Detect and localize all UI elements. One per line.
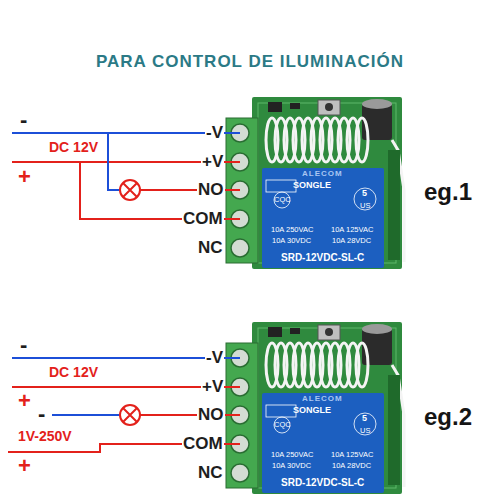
polarity-sign: - (38, 402, 45, 426)
cert-mark: 5 (362, 414, 367, 424)
relay-model: SRD-12VDC-SL-C (281, 477, 364, 488)
relay-rating: 10A 250VAC (271, 226, 313, 234)
polarity-sign: - (20, 108, 27, 132)
cert-mark: CQC (274, 196, 291, 204)
relay-brand: ALECOM (302, 170, 343, 179)
relay-rating: 10A 125VAC (331, 451, 373, 459)
terminal-label: NO (197, 181, 225, 200)
terminal-label: +V (201, 378, 224, 397)
terminal-label: NO (197, 406, 225, 425)
terminal-label: NC (197, 239, 224, 258)
polarity-sign: + (18, 165, 31, 189)
relay-rating: 10A 28VDC (332, 462, 371, 470)
relay-model: SRD-12VDC-SL-C (281, 252, 364, 263)
relay-rating: 10A 28VDC (332, 237, 371, 245)
terminal-label: -V (205, 349, 224, 368)
voltage-label: 1V-250V (18, 429, 72, 444)
voltage-label: DC 12V (49, 140, 98, 155)
relay-rating: 10A 125VAC (331, 226, 373, 234)
terminal-label: -V (205, 124, 224, 143)
relay-rating: 10A 30VDC (272, 462, 311, 470)
cert-mark: CQC (274, 421, 291, 429)
relay-rating: 10A 250VAC (271, 451, 313, 459)
voltage-label: DC 12V (49, 365, 98, 380)
example-label: eg.1 (424, 179, 472, 205)
relay-rating: 10A 30VDC (272, 237, 311, 245)
example-label: eg.2 (424, 404, 472, 430)
relay-brand: ALECOM (302, 395, 343, 404)
polarity-sign: - (20, 333, 27, 357)
page-title: PARA CONTROL DE ILUMINACIÓN (96, 53, 404, 72)
terminal-label: COM (182, 210, 224, 229)
terminal-label: +V (201, 153, 224, 172)
cert-mark: US (360, 202, 370, 210)
terminal-label: COM (182, 435, 224, 454)
relay-brand: SONGLE (293, 181, 331, 191)
relay-brand: SONGLE (293, 406, 331, 416)
polarity-sign: + (18, 389, 31, 413)
cert-mark: 5 (362, 189, 367, 199)
cert-mark: US (360, 427, 370, 435)
polarity-sign: + (18, 454, 31, 478)
terminal-label: NC (197, 464, 224, 483)
